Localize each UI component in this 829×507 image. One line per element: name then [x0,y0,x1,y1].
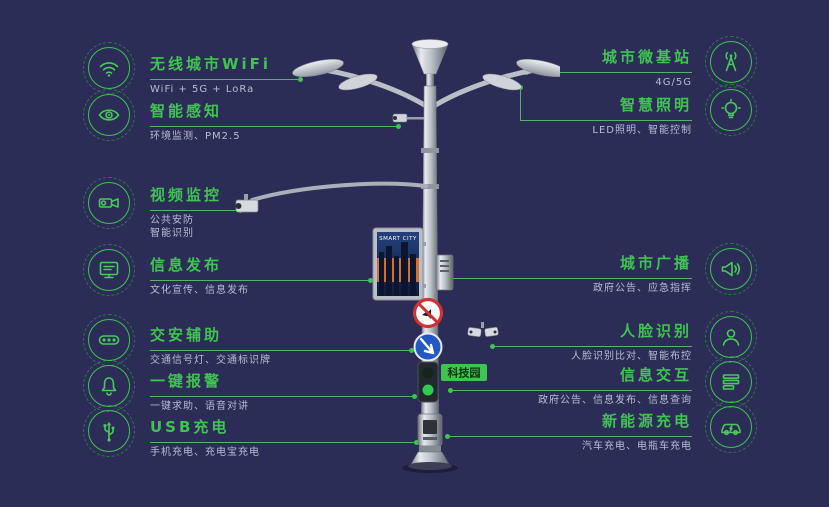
face-recognition-cameras [467,322,499,337]
connector-line [150,396,416,397]
sensor-camera [392,113,424,123]
top-lamp [411,39,449,90]
feature-title: 视频监控 [150,186,223,204]
feature-video-surveillance: 视频监控 公共安防 智能识别 [150,186,222,240]
direction-sign [413,332,443,362]
connector-dot [412,394,417,399]
screen-icon [83,244,135,296]
feature-title: 人脸识别 [619,322,692,340]
bulb-icon [705,84,757,136]
connector-dot [414,440,419,445]
alarm-icon [83,360,135,412]
connector-line [449,436,692,437]
no-horn-sign [412,297,444,329]
feature-subtitle: LED照明、智能控制 [592,125,692,136]
traffic-light-icon [83,314,135,366]
connector-line [150,350,413,351]
connector-line [150,210,242,211]
connector-line [150,126,400,127]
connector-dot [445,434,450,439]
feature-smart-lighting: 智慧照明 LED照明、智能控制 [592,96,692,137]
connector-dot [298,77,303,82]
feature-city-broadcast: 城市广播 政府公告、应急指挥 [593,254,692,295]
info-icon [705,356,757,408]
feature-title: 城市广播 [619,254,692,272]
wifi-icon [83,42,135,94]
feature-subtitle: 人脸识别比对、智能布控 [571,351,692,362]
feature-one-key-alarm: 一键报警 一键求助、语音对讲 [150,372,249,413]
control-box [417,413,443,447]
feature-title: 智能感知 [150,102,223,120]
feature-title: 城市微基站 [601,48,692,66]
feature-face-recognition: 人脸识别 人脸识别比对、智能布控 [571,322,692,363]
face-icon [705,311,757,363]
feature-title: 无线城市WiFi [150,55,272,73]
feature-title: USB充电 [150,418,230,436]
connector-dot [368,278,373,283]
feature-subtitle: 交通信号灯、交通标识牌 [150,355,271,366]
connector-line [520,120,692,121]
connector-line [150,280,372,281]
cctv-icon [83,177,135,229]
feature-subtitle: 政府公告、信息发布、信息查询 [538,395,692,406]
feature-wireless-wifi: 无线城市WiFi WiFi + 5G + LoRa [150,55,271,96]
feature-subtitle: 环境监测、PM2.5 [150,131,241,142]
smart-lamppost: SMART CITY [235,39,560,473]
connector-elbow [520,88,521,120]
connector-dot [490,344,495,349]
feature-subtitle: 手机充电、充电宝充电 [150,447,260,458]
connector-line [150,442,418,443]
feature-smart-sensing: 智能感知 环境监测、PM2.5 [150,102,241,143]
feature-title: 新能源充电 [601,412,692,430]
feature-subtitle: 公共安防 智能识别 [150,215,194,239]
feature-micro-base-station: 城市微基站 4G/5G [602,48,692,89]
usb-icon [83,405,135,457]
feature-title: 信息交互 [619,366,692,384]
sensor-icon [83,89,135,141]
feature-title: 智慧照明 [619,96,692,114]
feature-usb-charging: USB充电 手机充电、充电宝充电 [150,418,260,459]
cctv-arm-camera [235,181,428,213]
connector-line [528,72,692,73]
feature-subtitle: 政府公告、应急指挥 [593,283,692,294]
antenna-icon [705,36,757,88]
connector-dot [396,124,401,129]
feature-title: 一键报警 [150,372,223,390]
feature-subtitle: 4G/5G [655,77,692,88]
connector-dot [409,348,414,353]
feature-subtitle: 汽车充电、电瓶车充电 [582,441,692,452]
connector-line [494,346,692,347]
feature-ev-charging: 新能源充电 汽车充电、电瓶车充电 [582,412,692,453]
feature-info-interaction: 信息交互 政府公告、信息发布、信息查询 [538,366,692,407]
pole-traffic-light [417,361,439,403]
feature-subtitle: WiFi + 5G + LoRa [150,84,255,95]
screen-title-text: SMART CITY [379,236,417,242]
feature-subtitle: 一键求助、语音对讲 [150,401,249,412]
ev-icon [705,401,757,453]
feature-title: 信息发布 [150,256,223,274]
tech-park-tag: 科技园 [441,364,487,381]
connector-line [452,278,692,279]
pole-base [402,446,458,473]
feature-subtitle: 文化宣传、信息发布 [150,285,249,296]
lamp-arms [292,58,560,109]
connector-dot [448,388,453,393]
feature-traffic-assist: 交安辅助 交通信号灯、交通标识牌 [150,326,271,367]
connector-line [452,390,692,391]
feature-info-release: 信息发布 文化宣传、信息发布 [150,256,249,297]
tech-park-label: 科技园 [448,366,481,380]
connector-line [150,79,302,80]
broadcast-box [435,254,454,291]
speaker-icon [705,243,757,295]
display-screen: SMART CITY [372,227,426,301]
feature-title: 交安辅助 [150,326,223,344]
